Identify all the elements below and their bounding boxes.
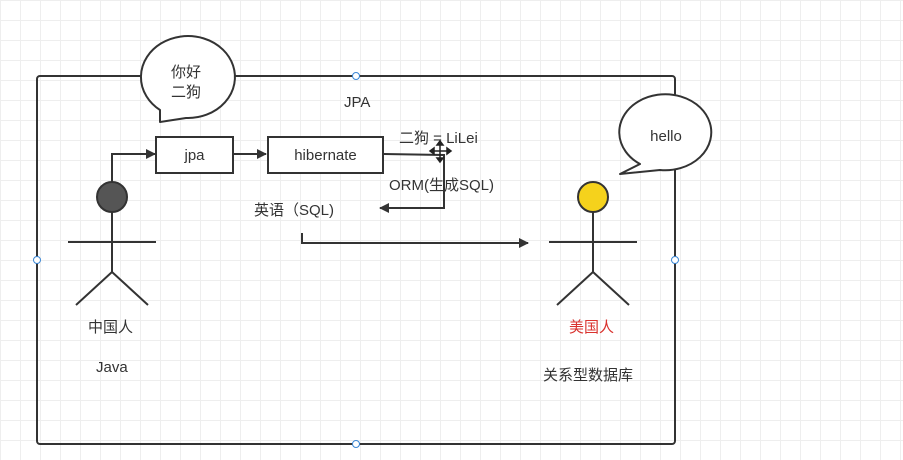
sql-label: 英语（SQL) <box>254 202 335 219</box>
mapping-label: 二狗 = LiLei <box>399 130 478 147</box>
move-cursor-icon <box>428 139 453 164</box>
speech-text-american: hello <box>650 128 682 145</box>
speech-bubble-chinese[interactable] <box>139 35 236 123</box>
actor-american-head <box>577 181 609 213</box>
resize-handle-right[interactable] <box>671 256 679 264</box>
resize-handle-top[interactable] <box>352 72 360 80</box>
actor-american-sub: 关系型数据库 <box>543 367 634 384</box>
hibernate-box[interactable]: hibernate <box>267 136 384 174</box>
resize-handle-left[interactable] <box>33 256 41 264</box>
actor-chinese-sub: Java <box>96 359 128 376</box>
actor-chinese-name: 中国人 <box>88 319 134 336</box>
arrow-hibernate-to-orm <box>379 153 445 213</box>
actor-american[interactable] <box>549 181 637 306</box>
resize-handle-bottom[interactable] <box>352 440 360 448</box>
container-frame[interactable] <box>36 75 676 445</box>
actor-chinese-head <box>96 181 128 213</box>
diagram-title: JPA <box>344 94 371 111</box>
arrow-actor-to-jpa <box>111 149 156 183</box>
orm-label: ORM(生成SQL) <box>389 177 495 194</box>
actor-american-name: 美国人 <box>569 319 615 336</box>
speech-bubble-american[interactable] <box>618 93 713 175</box>
arrow-sql-to-american <box>301 233 529 248</box>
speech-text-chinese: 你好 二狗 <box>170 64 201 101</box>
actor-chinese[interactable] <box>68 181 156 306</box>
jpa-box[interactable]: jpa <box>155 136 234 174</box>
